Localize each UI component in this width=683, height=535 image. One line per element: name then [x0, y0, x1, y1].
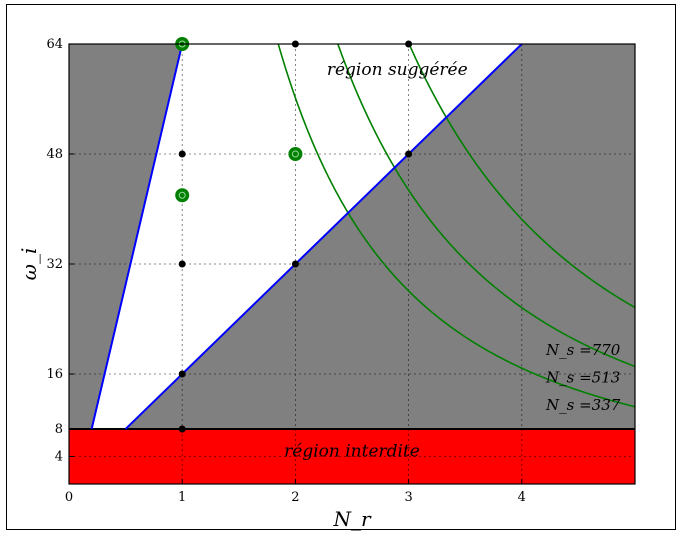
y-tick-label: 48 — [46, 147, 63, 162]
highlight-point — [175, 188, 190, 203]
curve-label: N_s =337 — [545, 396, 621, 414]
forbidden-region-label: région interdite — [284, 442, 420, 462]
suggested-region-label: région suggérée — [327, 60, 468, 80]
x-tick-label: 2 — [291, 490, 299, 505]
data-point — [178, 260, 186, 268]
y-tick-label: 32 — [46, 257, 63, 272]
highlight-point — [288, 147, 303, 161]
suggested-region — [91, 44, 522, 429]
y-tick-label: 8 — [55, 422, 63, 437]
data-point — [178, 370, 186, 378]
x-axis-label: N_r — [332, 507, 372, 531]
right-boundary — [124, 43, 523, 430]
curves-group — [277, 44, 635, 408]
figure-frame — [6, 4, 676, 530]
y-tick-label: 4 — [55, 450, 63, 465]
curve-label: N_s =513 — [545, 368, 620, 386]
data-point — [291, 260, 299, 268]
data-point — [178, 150, 186, 158]
highlight-point-inner — [178, 191, 186, 199]
x-tick-label: 3 — [404, 490, 412, 505]
curve-line — [408, 44, 635, 309]
y-tick-label: 16 — [46, 367, 63, 382]
y-axis-label: ω_i — [17, 248, 41, 281]
curve-label: N_s =770 — [545, 341, 621, 359]
x-tick-label: 1 — [178, 490, 186, 505]
y-tick-label: 64 — [46, 37, 63, 52]
data-point — [178, 425, 186, 433]
left-boundary — [90, 43, 184, 430]
highlight-point-inner — [291, 150, 299, 158]
x-tick-label: 0 — [65, 490, 73, 505]
curve-line — [277, 44, 635, 408]
data-point — [405, 150, 413, 158]
curve-line — [337, 44, 635, 368]
x-tick-label: 4 — [518, 490, 526, 505]
